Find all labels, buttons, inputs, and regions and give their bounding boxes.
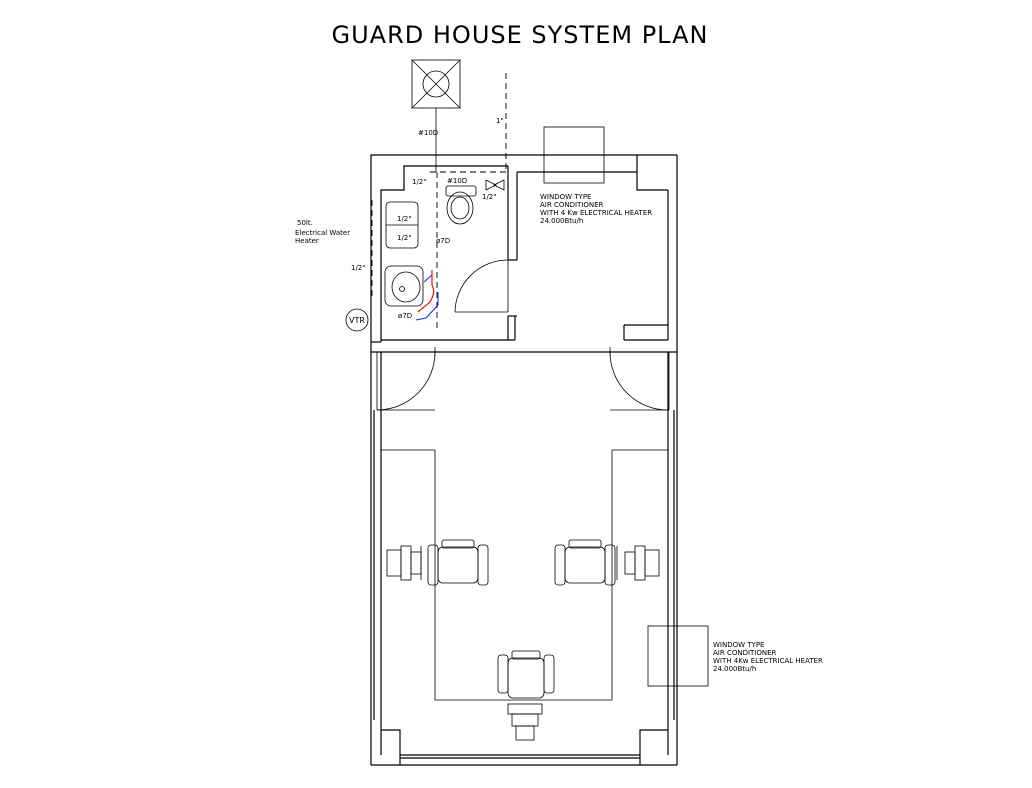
svg-text:Heater: Heater [295,237,319,245]
pipe-label-1in: 1" [496,117,504,125]
pipe-label-7d: ø7D [436,237,450,245]
bathroom-door [454,259,509,313]
desk-unit-center [507,703,543,741]
desk-unit-right [616,545,660,581]
pipe-label-7d-b: ø7D [398,312,412,320]
hot-water-pipe [417,270,435,313]
pipe-label-half-d: 1/2" [397,234,412,242]
svg-text:AIR CONDITIONER: AIR CONDITIONER [540,201,604,209]
pipe-label-10d-top: #10D [418,129,438,137]
water-heater [385,201,419,249]
svg-text:50lt.: 50lt. [297,219,313,227]
chair-center [497,650,555,699]
svg-text:WINDOW TYPE: WINDOW TYPE [540,193,591,201]
svg-text:Electrical Water: Electrical Water [295,229,350,237]
chair-right [554,539,616,586]
pipe-label-half-b: 1/2" [482,193,497,201]
svg-text:24.000Btu/h: 24.000Btu/h [713,665,756,673]
vtr-symbol [345,308,369,332]
svg-text:WITH 4Kw ELECTRICAL HEATER: WITH 4Kw ELECTRICAL HEATER [713,657,823,665]
pipe-label-half-e: 1/2" [351,264,366,272]
wash-basin [384,265,424,307]
water-heater-note: 50lt. Electrical Water Heater [295,219,350,245]
ac-unit-top-note: WINDOW TYPE AIR CONDITIONER WITH 4 Kw EL… [540,193,652,225]
outer-walls [370,154,678,766]
vtr-label: VTR [349,316,365,325]
svg-text:AIR CONDITIONER: AIR CONDITIONER [713,649,777,657]
svg-text:WITH 4 Kw ELECTRICAL HEATER: WITH 4 Kw ELECTRICAL HEATER [540,209,652,217]
drawing-title: GUARD HOUSE SYSTEM PLAN [332,21,709,49]
pipe-label-half-c: 1/2" [397,215,412,223]
toilet-fixture [445,185,477,225]
roof-vent-fan [411,59,461,109]
ac-unit-bottom-box [647,625,709,687]
svg-text:24.000Btu/h: 24.000Btu/h [540,217,583,225]
pipe-label-10d: #10D [447,177,467,185]
desk-unit-left [386,545,422,581]
svg-text:WINDOW TYPE: WINDOW TYPE [713,641,764,649]
ac-unit-bottom-note: WINDOW TYPE AIR CONDITIONER WITH 4Kw ELE… [713,641,823,673]
entry-door-right [609,347,670,411]
cold-water-pipe [415,274,439,321]
valve-symbol [485,179,505,191]
guard-counter [381,449,668,701]
chair-left [427,539,489,586]
entry-door-left [376,347,436,411]
pipe-label-half-a: 1/2" [412,178,427,186]
